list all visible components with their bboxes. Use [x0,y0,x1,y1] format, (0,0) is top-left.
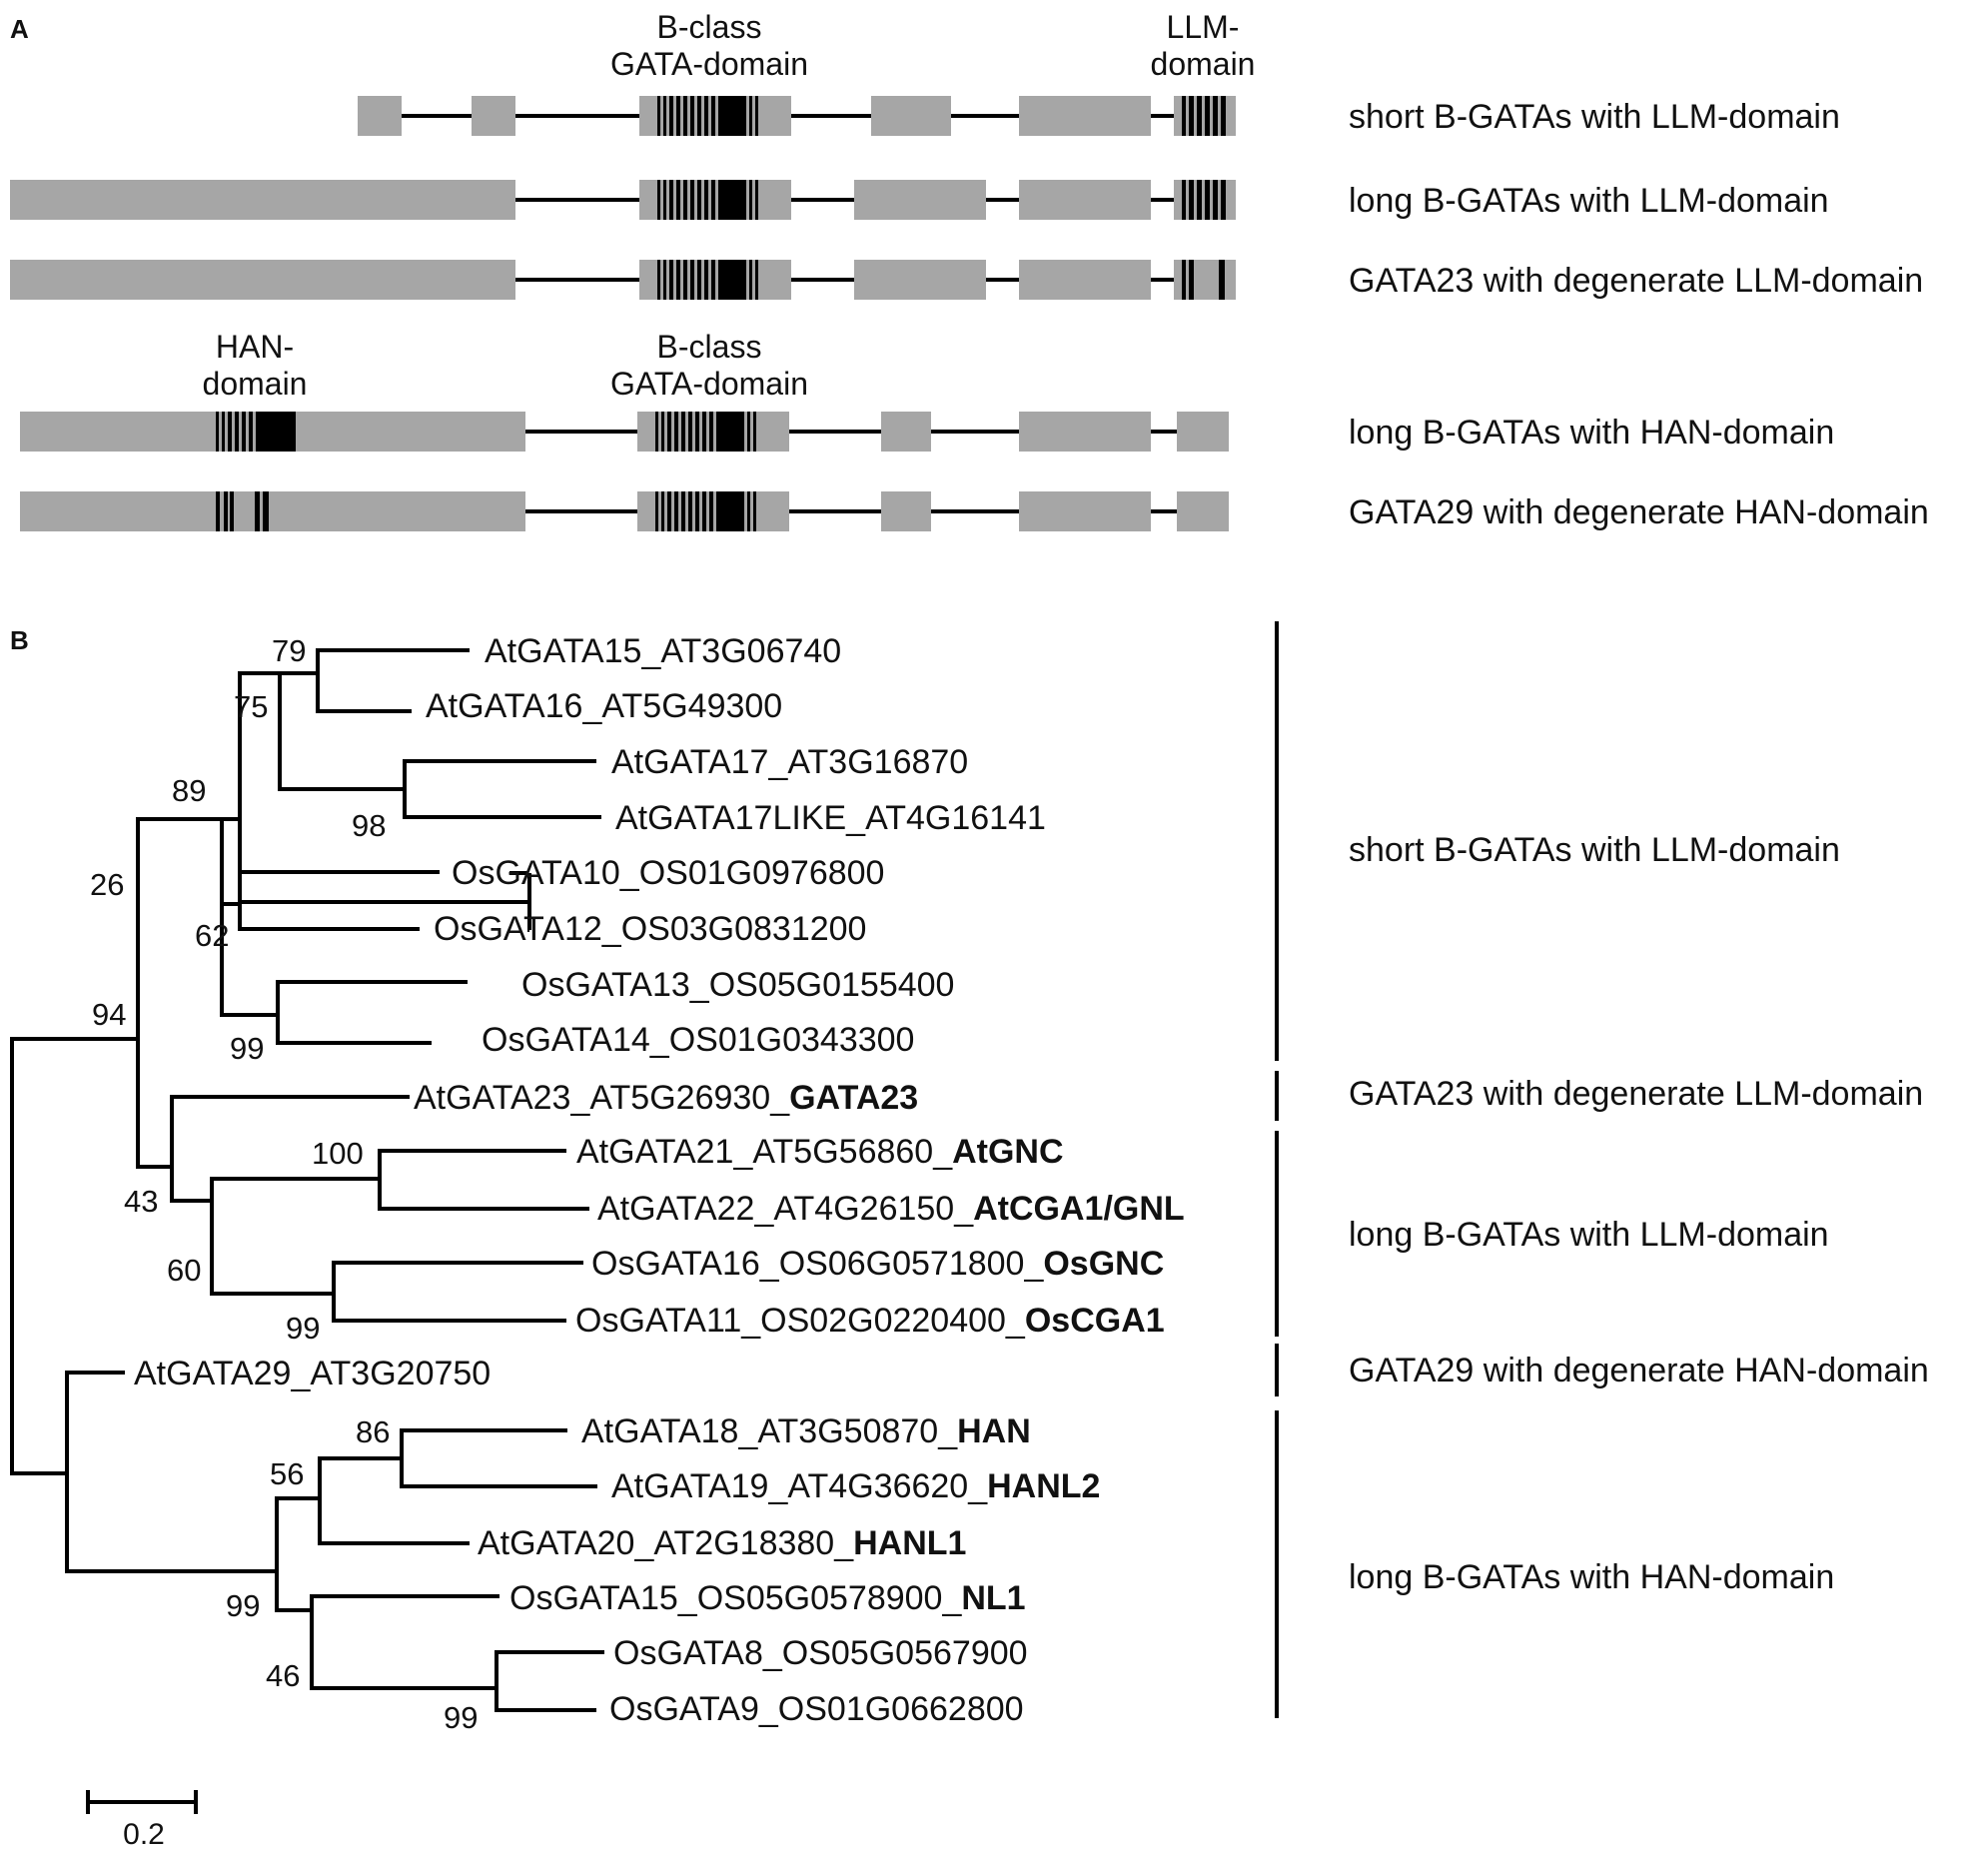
exon [1019,96,1151,136]
bootstrap-value: 94 [92,997,126,1032]
han-domain-label-line2: domain [203,366,308,402]
exon [1177,412,1229,452]
bootstrap-value: 99 [444,1700,478,1735]
leaf-label: AtGATA21_AT5G56860_AtGNC [576,1133,1064,1171]
leaf-label: AtGATA17_AT3G16870 [611,743,968,781]
phylogenetic-tree [10,648,604,1712]
leaf-label: OsGATA13_OS05G0155400 [521,966,954,1004]
row-label: short B-GATAs with LLM-domain [1349,98,1840,136]
exon [1019,412,1151,452]
leaf-label: AtGATA22_AT4G26150_AtCGA1/GNL [597,1190,1185,1228]
leaf-label: AtGATA19_AT4G36620_HANL2 [611,1467,1100,1505]
exon [1019,260,1151,300]
gene-structure-row-5: GATA29 with degenerate HAN-domain [20,491,1929,531]
exon [1019,491,1151,531]
bootstrap-value: 89 [172,773,206,808]
leaf-label: AtGATA16_AT5G49300 [426,687,782,725]
bootstrap-value: 60 [167,1253,201,1288]
gene-structure-row-2: long B-GATAs with LLM-domain [10,180,1829,220]
gata-domain-motif [655,412,756,452]
leaf-label: OsGATA9_OS01G0662800 [609,1690,1024,1728]
exon [854,260,986,300]
exon [472,96,515,136]
llm-domain-motif [1182,180,1226,220]
bootstrap-value: 100 [312,1136,364,1171]
group-label: GATA23 with degenerate LLM-domain [1349,1075,1923,1113]
leaf-label: OsGATA14_OS01G0343300 [482,1021,914,1059]
exon [854,180,986,220]
leaf-label: OsGATA11_OS02G0220400_OsCGA1 [575,1302,1165,1340]
exon [1019,180,1151,220]
han-domain-motif [216,412,296,452]
leaf-label: AtGATA29_AT3G20750 [134,1355,491,1392]
scale-bar [86,1790,198,1814]
exon [871,96,951,136]
bootstrap-value: 56 [270,1456,304,1491]
leaf-label: AtGATA20_AT2G18380_HANL1 [478,1524,966,1562]
bootstrap-value: 98 [352,808,386,843]
leaf-label: OsGATA16_OS06G0571800_OsGNC [591,1245,1164,1283]
panel-a-letter: A [10,14,29,44]
leaf-label: OsGATA8_OS05G0567900 [613,1634,1028,1672]
gene-structure-row-1: short B-GATAs with LLM-domain [358,96,1840,136]
group-label: short B-GATAs with LLM-domain [1349,831,1840,869]
exon [10,180,515,220]
group-label: long B-GATAs with HAN-domain [1349,1558,1834,1596]
llm-domain-label-line1: LLM- [1167,9,1240,45]
llm-domain-motif [1182,96,1226,136]
han-domain-label-line1: HAN- [216,329,294,365]
row-label: long B-GATAs with HAN-domain [1349,414,1834,452]
group-labels: short B-GATAs with LLM-domain GATA23 wit… [1349,831,1929,1596]
gata-domain-motif [655,491,756,531]
bclass-domain-label-line1: B-class [657,9,762,45]
scale-bar-label: 0.2 [123,1818,165,1850]
leaf-label: AtGATA23_AT5G26930_GATA23 [414,1079,918,1117]
exon-han-domain-degenerate [20,491,525,531]
row-label: long B-GATAs with LLM-domain [1349,182,1829,220]
leaf-labels: AtGATA15_AT3G06740 AtGATA16_AT5G49300 At… [134,632,1185,1728]
bootstrap-value: 99 [230,1031,264,1066]
bootstrap-value: 26 [90,867,124,902]
bootstrap-value: 99 [226,1588,260,1623]
row-label: GATA23 with degenerate LLM-domain [1349,262,1923,300]
llm-domain-label-line2: domain [1151,46,1256,82]
bclass-domain-label-lower-line1: B-class [657,329,762,365]
group-label: GATA29 with degenerate HAN-domain [1349,1352,1929,1389]
han-domain-motif-degenerate [216,491,269,531]
leaf-label: AtGATA15_AT3G06740 [485,632,841,670]
bootstrap-value: 86 [356,1414,390,1449]
gata-domain-motif [657,260,758,300]
leaf-label: OsGATA12_OS03G0831200 [434,910,866,948]
exon [1177,491,1229,531]
row-label: GATA29 with degenerate HAN-domain [1349,493,1929,531]
bootstrap-value: 46 [266,1658,300,1693]
exon [358,96,402,136]
panel-b-letter: B [10,625,29,655]
exon [881,412,931,452]
bootstrap-value: 62 [195,918,229,953]
exon [881,491,931,531]
gene-structure-row-3: GATA23 with degenerate LLM-domain [10,260,1923,300]
bclass-domain-label-line2: GATA-domain [610,46,808,82]
gene-structure-row-4: long B-GATAs with HAN-domain [20,412,1834,452]
llm-domain-motif-degenerate [1182,260,1225,300]
leaf-label: OsGATA10_OS01G0976800 [452,854,884,892]
group-label: long B-GATAs with LLM-domain [1349,1216,1829,1254]
leaf-label: OsGATA15_OS05G0578900_NL1 [509,1579,1026,1617]
gata-domain-motif [657,96,758,136]
leaf-label: AtGATA18_AT3G50870_HAN [581,1412,1031,1450]
bclass-domain-label-lower-line2: GATA-domain [610,366,808,402]
exon [10,260,515,300]
bootstrap-value: 43 [124,1184,158,1219]
bootstrap-value: 99 [286,1311,320,1346]
bootstrap-value: 79 [272,633,306,668]
leaf-label: AtGATA17LIKE_AT4G16141 [615,799,1046,837]
bootstrap-value: 75 [234,689,268,724]
bootstrap-values: 79 75 89 98 26 62 94 99 100 43 60 99 86 … [90,633,478,1735]
gata-domain-motif [657,180,758,220]
tree-branch [509,871,529,932]
